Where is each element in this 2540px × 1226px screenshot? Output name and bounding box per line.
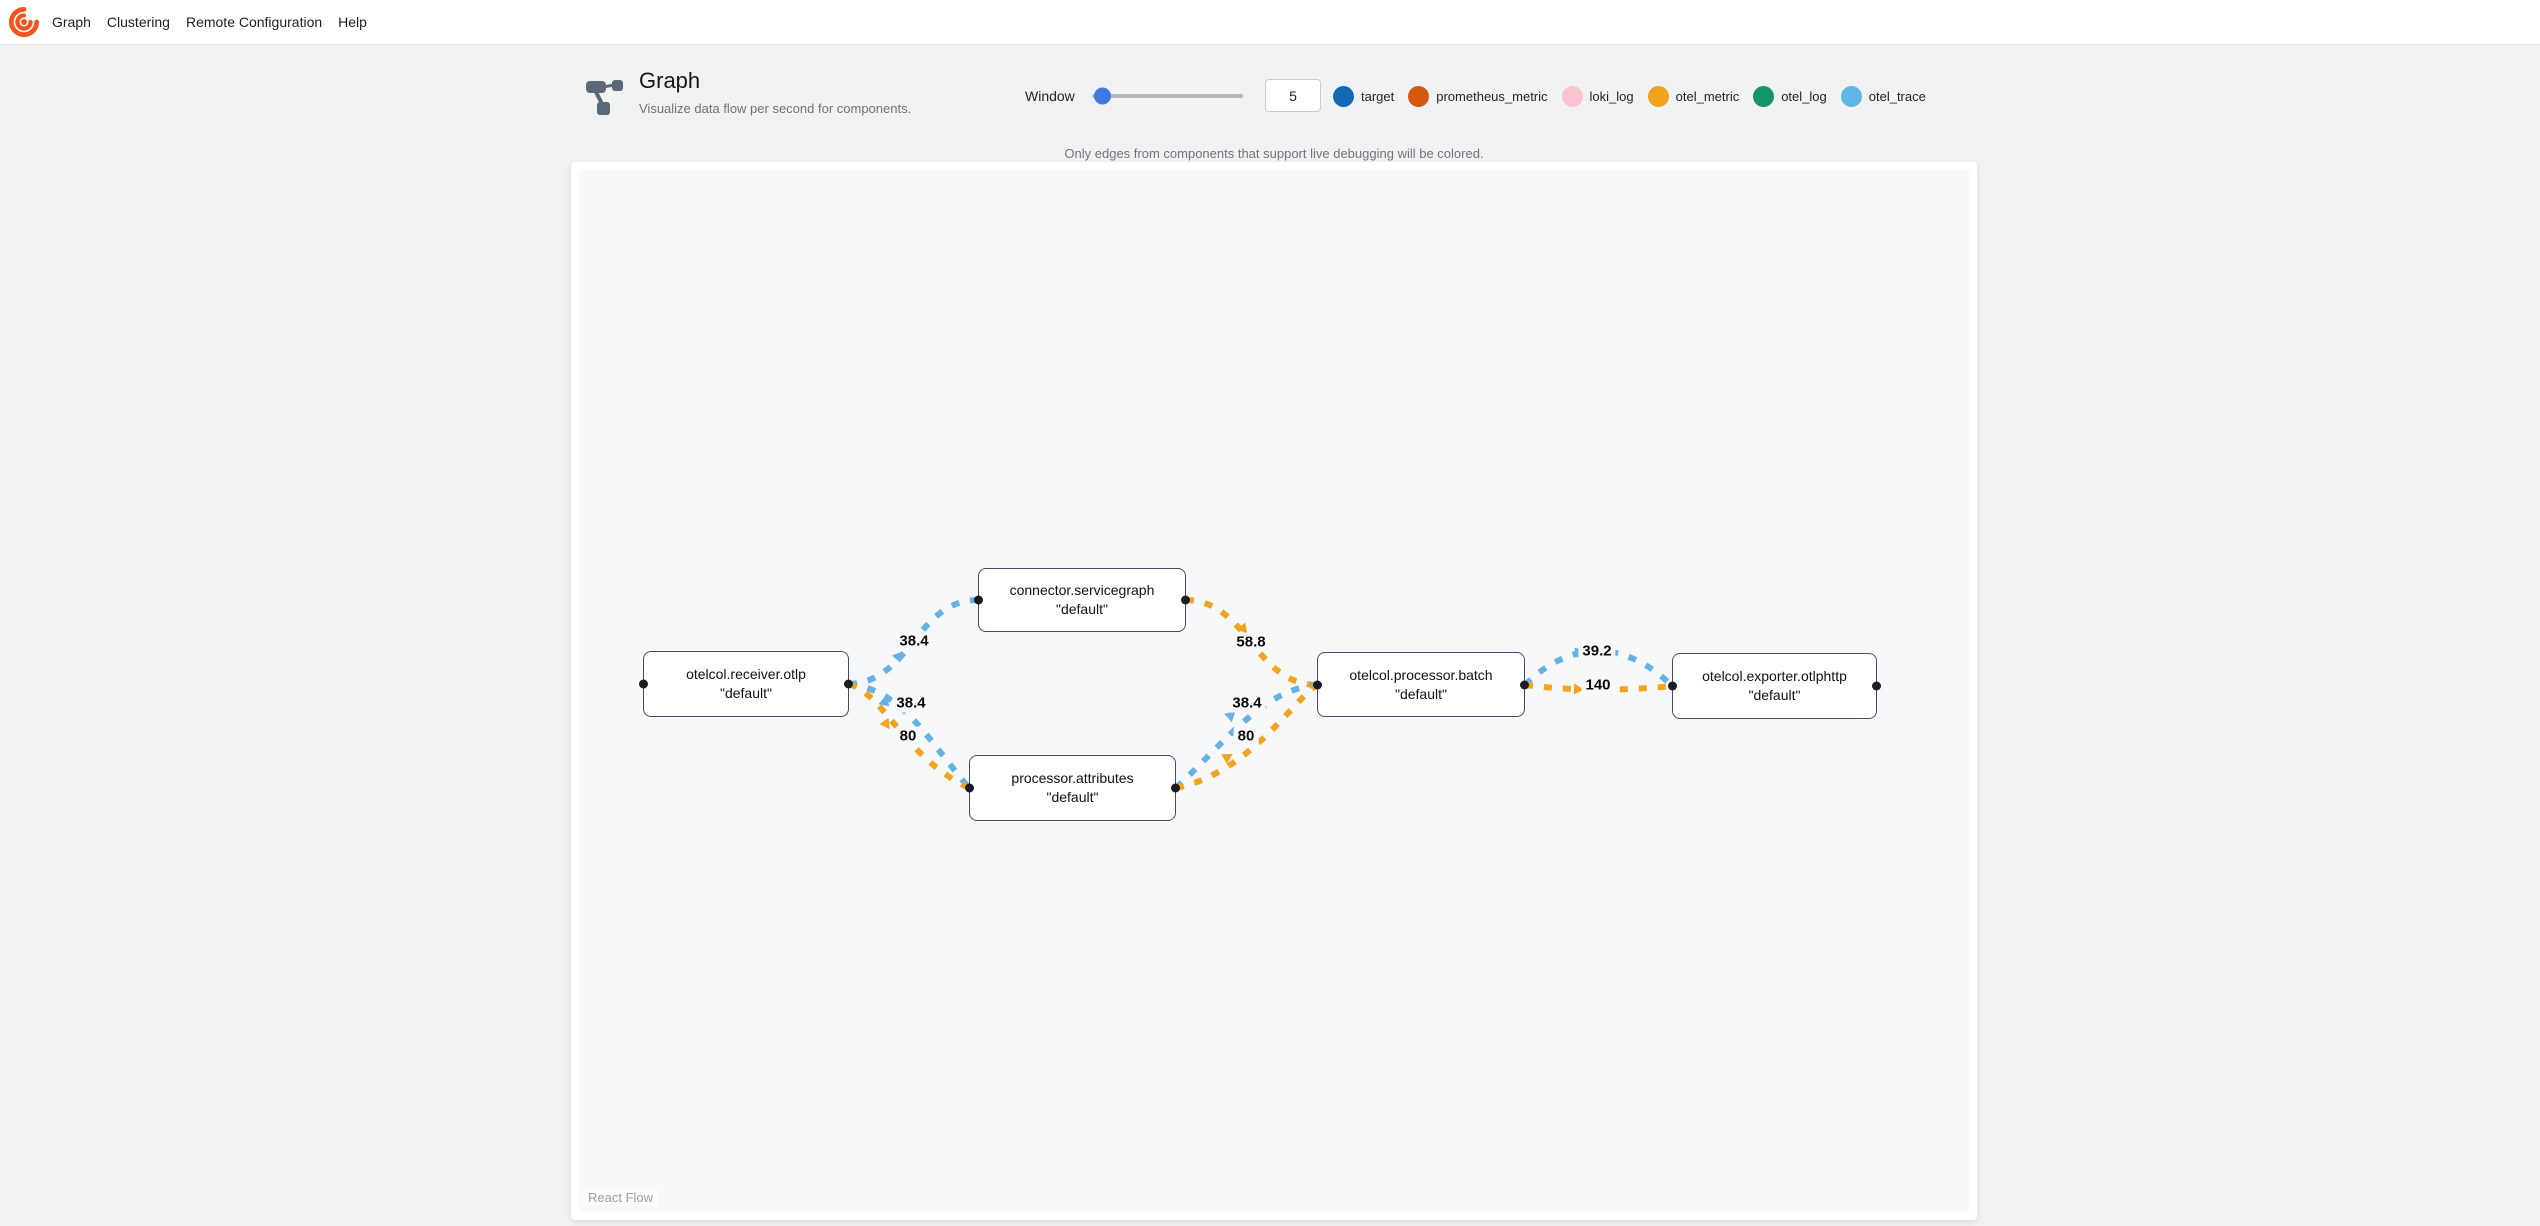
node-instance: "default" — [1748, 687, 1801, 703]
edge-attributes-batch-trace — [1173, 682, 1318, 791]
legend-item-otel-log: otel_log — [1753, 85, 1827, 107]
node-processor-attributes[interactable]: processor.attributes "default" — [965, 755, 1180, 821]
page-header: Graph Visualize data flow per second for… — [571, 58, 1977, 138]
edge-receiver-attributes-trace — [848, 681, 972, 790]
legend-item-target: target — [1333, 85, 1394, 107]
otel-log-swatch-icon — [1753, 85, 1775, 107]
target-swatch-icon — [1333, 85, 1354, 107]
prometheus-metric-swatch-icon — [1408, 85, 1430, 107]
window-slider-thumb[interactable] — [1094, 87, 1111, 105]
edge-rate-label: 80 — [895, 726, 921, 746]
edge-receiver-attributes-metric — [847, 681, 971, 791]
menu-item-help[interactable]: Help — [338, 14, 367, 30]
menu-items: Graph Clustering Remote Configuration He… — [52, 10, 367, 34]
graph-icon — [586, 80, 623, 115]
loki-log-swatch-icon — [1561, 85, 1583, 107]
node-handle-left — [1313, 680, 1322, 689]
react-flow-attribution: React Flow — [583, 1189, 659, 1206]
window-slider-label: Window — [1025, 88, 1075, 104]
node-handle-left — [639, 679, 648, 689]
edge-rate-label: 80 — [1233, 726, 1259, 746]
node-handle-left — [974, 595, 983, 605]
legend-item-otel-trace: otel_trace — [1840, 85, 1926, 107]
edge-rate-label: 58.8 — [1232, 632, 1270, 652]
node-handle-right — [1181, 595, 1190, 605]
legend-item-prometheus-metric: prometheus_metric — [1408, 85, 1548, 107]
edge-rate-label: 39.2 — [1578, 641, 1616, 661]
node-instance: "default" — [720, 685, 772, 701]
flow-canvas[interactable]: 38.4 38.4 80 58.8 38.4 80 39.2 140 otelc… — [579, 170, 1969, 1212]
page-title: Graph — [639, 68, 701, 93]
window-value-input[interactable] — [1265, 79, 1321, 112]
node-handle-right — [1171, 783, 1180, 793]
node-connector-servicegraph[interactable]: connector.servicegraph "default" — [974, 568, 1190, 632]
menu-item-graph[interactable]: Graph — [52, 14, 91, 30]
edge-arrow-icon — [891, 651, 903, 663]
edge-arrow-icon — [878, 695, 890, 707]
edge-arrow-icon — [1221, 754, 1233, 764]
node-name: processor.attributes — [1011, 770, 1134, 786]
node-instance: "default" — [1395, 685, 1447, 702]
edge-arrow-icon — [1573, 683, 1584, 695]
node-otelcol-exporter-otlphttp[interactable]: otelcol.exporter.otlphttp "default" — [1668, 653, 1881, 719]
edge-rate-label: 38.4 — [892, 693, 930, 713]
alloy-logo-icon[interactable] — [9, 7, 39, 37]
live-debugging-note: Only edges from components that support … — [1064, 146, 1484, 161]
edge-arrow-icon — [1224, 711, 1236, 723]
edge-arrow-icon — [879, 717, 890, 730]
legend-item-loki-log: loki_log — [1561, 85, 1634, 107]
node-instance: "default" — [1046, 789, 1099, 805]
node-handle-right — [1520, 680, 1529, 689]
node-name: otelcol.processor.batch — [1349, 666, 1493, 683]
edge-rate-label: 38.4 — [895, 631, 933, 651]
node-handle-right — [844, 679, 853, 689]
graph-panel: 38.4 38.4 80 58.8 38.4 80 39.2 140 otelc… — [571, 162, 1977, 1220]
node-name: otelcol.exporter.otlphttp — [1702, 668, 1847, 684]
node-handle-left — [965, 783, 974, 793]
menu-item-clustering[interactable]: Clustering — [106, 14, 170, 30]
otel-trace-swatch-icon — [1840, 85, 1862, 107]
edge-attributes-batch-metric — [1175, 682, 1319, 791]
node-name: connector.servicegraph — [1009, 582, 1155, 598]
node-otelcol-receiver-otlp[interactable]: otelcol.receiver.otlp "default" — [639, 651, 853, 717]
otel-metric-swatch-icon — [1647, 85, 1669, 107]
edge-type-legend: target prometheus_metric loki_log otel_m… — [1333, 83, 1926, 109]
node-handle-left — [1668, 681, 1677, 691]
top-menubar: Graph Clustering Remote Configuration He… — [0, 0, 2540, 45]
edge-rate-label: 140 — [1581, 675, 1615, 695]
window-slider[interactable] — [1092, 87, 1243, 105]
edge-arrow-icon — [1236, 622, 1248, 634]
node-name: otelcol.receiver.otlp — [686, 666, 806, 682]
page-subtitle: Visualize data flow per second for compo… — [639, 101, 912, 116]
edge-rate-label: 38.4 — [1228, 693, 1266, 713]
legend-item-otel-metric: otel_metric — [1647, 85, 1739, 107]
node-handle-right — [1872, 681, 1881, 691]
node-otelcol-processor-batch[interactable]: otelcol.processor.batch "default" — [1313, 652, 1529, 717]
menu-item-remote-configuration[interactable]: Remote Configuration — [185, 14, 323, 30]
node-instance: "default" — [1056, 601, 1108, 617]
